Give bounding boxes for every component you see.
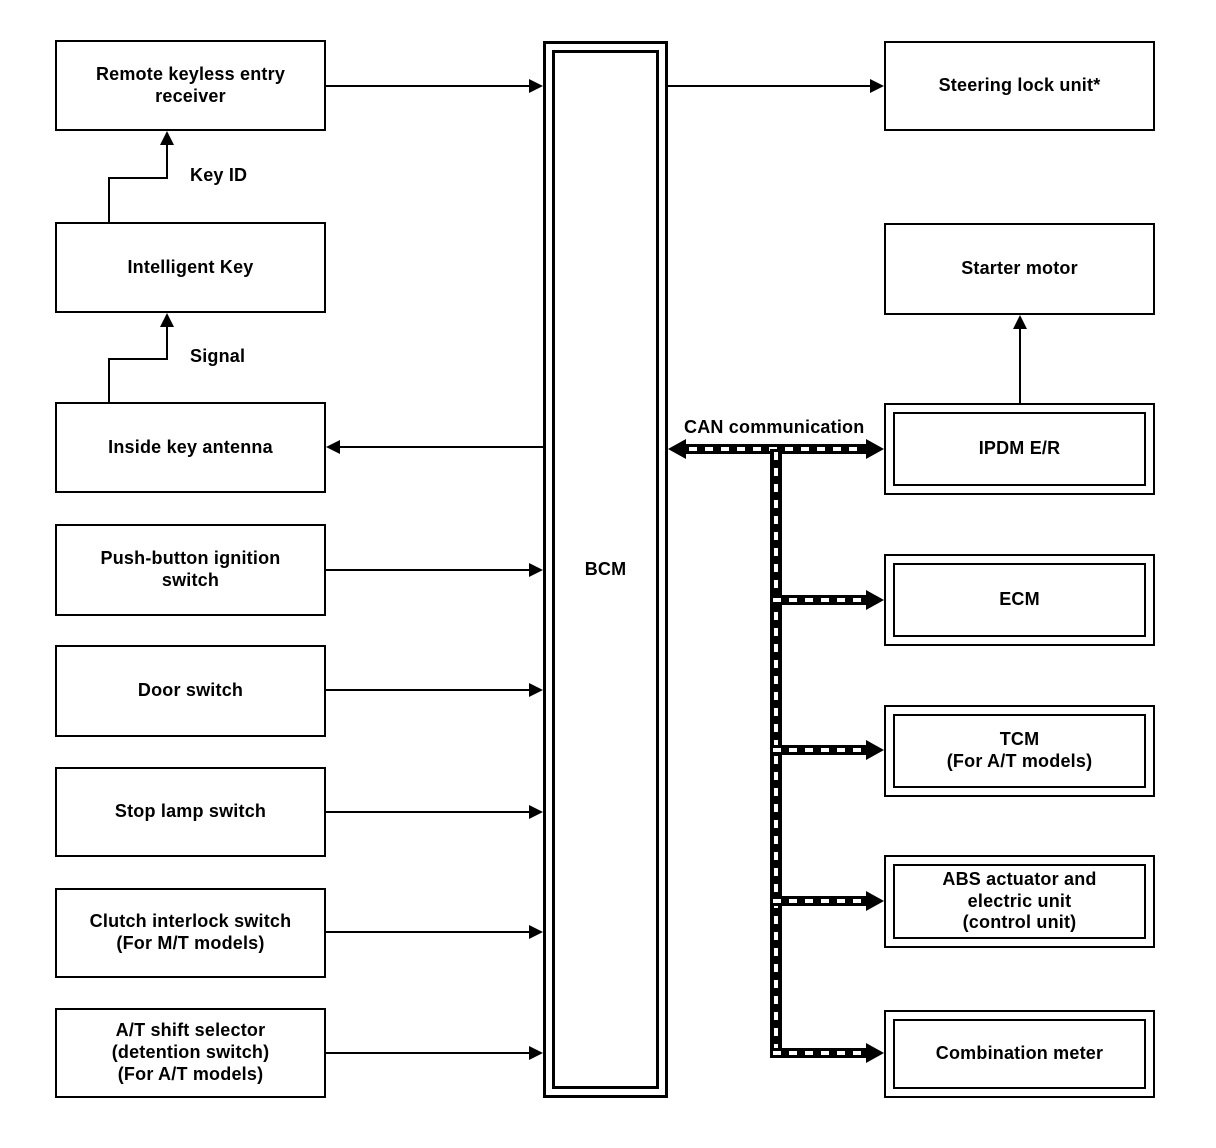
arrow-signal-segment-vertical-lower <box>108 358 110 402</box>
box-label: Clutch interlock switch (For M/T models) <box>89 911 292 953</box>
box-starter-motor: Starter motor <box>884 223 1155 315</box>
can-bus-head-toward-ipdm <box>866 439 884 459</box>
box-label: Inside key antenna <box>108 436 273 457</box>
box-bcm-inner-border: BCM <box>552 50 659 1089</box>
can-branch-tcm-head <box>866 740 884 760</box>
box-abs-actuator-inner-border: ABS actuator and electric unit (control … <box>893 864 1146 939</box>
arrow-clutch-interlock-to-bcm-head <box>529 925 543 939</box>
box-label: BCM <box>584 558 627 579</box>
arrow-at-shift-to-bcm-line <box>326 1052 529 1054</box>
box-label: Push-button ignition switch <box>100 548 281 590</box>
box-bcm: BCM <box>543 41 668 1098</box>
box-ecm-inner-border: ECM <box>893 563 1146 637</box>
box-label: Combination meter <box>935 1043 1104 1064</box>
box-door-switch: Door switch <box>55 645 326 737</box>
box-label: Steering lock unit* <box>938 75 1101 96</box>
box-ecm: ECM <box>884 554 1155 646</box>
box-remote-keyless-entry-receiver: Remote keyless entry receiver <box>55 40 326 131</box>
annotation-key-id: Key ID <box>190 165 248 185</box>
arrow-ipdm-to-starter-line <box>1019 329 1021 403</box>
can-branch-ecm-head <box>866 590 884 610</box>
annotation-signal: Signal <box>190 346 246 366</box>
arrow-stop-lamp-to-bcm-line <box>326 811 529 813</box>
box-ipdm-er: IPDM E/R <box>884 403 1155 495</box>
arrow-door-switch-to-bcm-head <box>529 683 543 697</box>
arrow-signal-segment-vertical-upper <box>166 327 168 358</box>
can-branch-abs-head <box>866 891 884 911</box>
can-branch-combination-meter-head <box>866 1043 884 1063</box>
arrow-key-id-segment-vertical-lower <box>108 177 110 222</box>
can-branch-ecm-line <box>770 595 866 605</box>
arrow-at-shift-to-bcm-head <box>529 1046 543 1060</box>
arrow-bcm-to-steering-lock-head <box>870 79 884 93</box>
annotation-can-communication: CAN communication <box>684 417 865 437</box>
box-abs-actuator: ABS actuator and electric unit (control … <box>884 855 1155 948</box>
box-ipdm-er-inner-border: IPDM E/R <box>893 412 1146 486</box>
arrow-clutch-interlock-to-bcm-line <box>326 931 529 933</box>
box-label: Intelligent Key <box>127 256 254 277</box>
arrow-receiver-to-bcm-head <box>529 79 543 93</box>
arrow-signal-segment-horizontal <box>108 358 168 360</box>
box-label: TCM (For A/T models) <box>946 729 1093 771</box>
box-push-button-ignition-switch: Push-button ignition switch <box>55 524 326 616</box>
box-steering-lock-unit: Steering lock unit* <box>884 41 1155 131</box>
arrow-bcm-to-antenna-line <box>340 446 543 448</box>
arrow-receiver-to-bcm-line <box>326 85 529 87</box>
box-stop-lamp-switch: Stop lamp switch <box>55 767 326 857</box>
box-label: Door switch <box>137 680 244 701</box>
box-combination-meter: Combination meter <box>884 1010 1155 1098</box>
arrow-bcm-to-antenna-head <box>326 440 340 454</box>
arrow-push-button-to-bcm-line <box>326 569 529 571</box>
box-inside-key-antenna: Inside key antenna <box>55 402 326 493</box>
arrow-bcm-to-steering-lock-line <box>668 85 870 87</box>
box-combination-meter-inner-border: Combination meter <box>893 1019 1146 1089</box>
arrow-key-id-segment-vertical-upper <box>166 145 168 179</box>
arrow-door-switch-to-bcm-line <box>326 689 529 691</box>
box-tcm-inner-border: TCM (For A/T models) <box>893 714 1146 788</box>
box-label: Starter motor <box>961 258 1078 279</box>
can-bus-head-toward-bcm <box>668 439 686 459</box>
arrow-signal-head <box>160 313 174 327</box>
arrow-ipdm-to-starter-head <box>1013 315 1027 329</box>
arrow-key-id-head <box>160 131 174 145</box>
box-label: ABS actuator and electric unit (control … <box>942 868 1097 933</box>
box-label: IPDM E/R <box>978 438 1061 459</box>
can-branch-combination-meter-line <box>770 1048 866 1058</box>
can-branch-tcm-line <box>770 745 866 755</box>
arrow-stop-lamp-to-bcm-head <box>529 805 543 819</box>
can-branch-abs-line <box>770 896 866 906</box>
box-label: Remote keyless entry receiver <box>95 63 286 106</box>
box-label: Stop lamp switch <box>114 801 267 822</box>
box-label: A/T shift selector (detention switch) (F… <box>111 1020 270 1084</box>
box-intelligent-key: Intelligent Key <box>55 222 326 313</box>
box-label: ECM <box>999 589 1040 610</box>
box-tcm: TCM (For A/T models) <box>884 705 1155 797</box>
arrow-key-id-segment-horizontal <box>108 177 168 179</box>
box-at-shift-selector: A/T shift selector (detention switch) (F… <box>55 1008 326 1098</box>
box-clutch-interlock-switch: Clutch interlock switch (For M/T models) <box>55 888 326 978</box>
arrow-push-button-to-bcm-head <box>529 563 543 577</box>
